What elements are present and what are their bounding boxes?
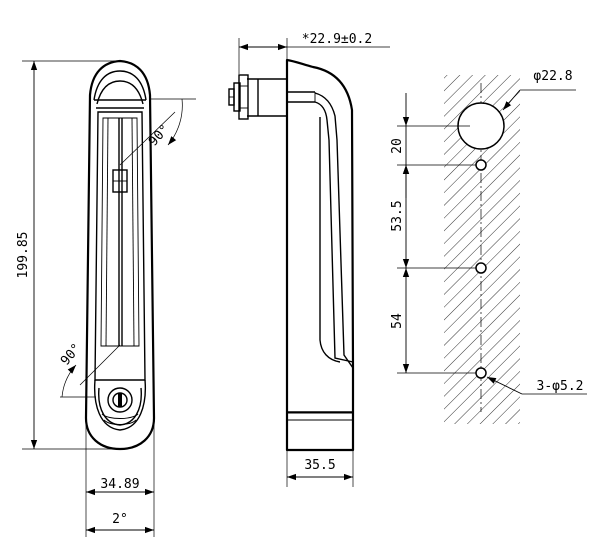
width-dimension-label: 34.89	[100, 477, 139, 492]
height-dimension-label: 199.85	[16, 232, 31, 279]
front-view	[22, 59, 196, 537]
spacing-54-label: 54	[390, 313, 405, 329]
offset-dimension-label: *22.9±0.2	[302, 32, 372, 47]
spacing-20-label: 20	[390, 138, 405, 154]
side-view	[228, 38, 390, 487]
cutout-view	[397, 75, 587, 424]
big-hole-diameter-label: φ22.8	[533, 69, 572, 84]
lower-angle-label: 90°	[58, 341, 85, 369]
spacing-53-5-label: 53.5	[390, 200, 405, 231]
small-holes-diameter-label: 3-φ5.2	[537, 379, 584, 394]
taper-angle-label: 2°	[112, 512, 128, 527]
depth-dimension-label: 35.5	[304, 458, 335, 473]
